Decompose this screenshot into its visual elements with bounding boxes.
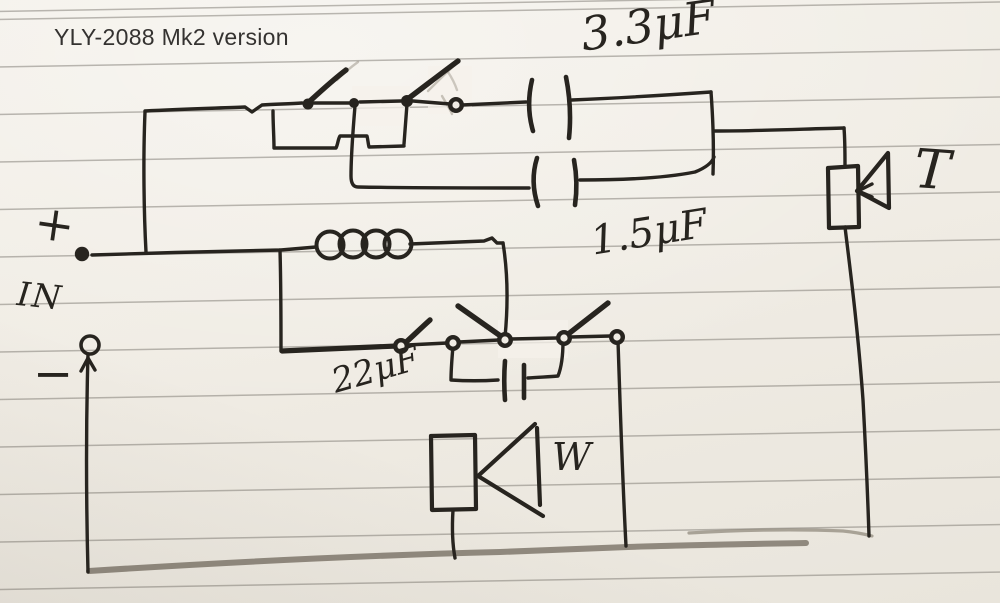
switch-lever xyxy=(455,303,505,340)
wire-top-bus xyxy=(143,101,304,114)
switch-lever xyxy=(307,67,349,104)
wire xyxy=(712,126,846,133)
switch-contact-dot xyxy=(302,98,314,110)
capacitor-plate xyxy=(571,157,579,208)
wire xyxy=(358,99,403,104)
tweeter-speaker-icon xyxy=(825,150,892,231)
switch-contact-dot xyxy=(497,332,514,349)
wire xyxy=(405,341,449,347)
wire-woofer-return xyxy=(616,339,628,548)
whiteout-patches xyxy=(352,66,568,358)
arrowhead xyxy=(856,182,874,199)
label-minus: − xyxy=(33,346,74,402)
wire xyxy=(568,334,613,339)
input-terminals xyxy=(74,246,101,356)
wire-lower-bus xyxy=(279,343,400,354)
wire-junction-drop xyxy=(278,248,283,353)
speaker-driver-rect xyxy=(428,432,479,513)
wire xyxy=(842,126,847,168)
label-plus: + xyxy=(30,194,79,256)
wire xyxy=(501,241,509,339)
woofer-speaker-icon xyxy=(428,421,546,519)
capacitor-plate xyxy=(563,74,573,141)
switch-contact-dot xyxy=(445,335,462,352)
switch-bank-bottom xyxy=(393,300,626,355)
wire-minus-drop xyxy=(84,352,90,574)
label-input: IN xyxy=(15,274,65,318)
capacitor-3.3uF xyxy=(526,74,573,141)
switch-contact-dot xyxy=(393,338,410,355)
wire xyxy=(349,104,531,190)
minus-terminal xyxy=(79,334,101,356)
capacitor-plate xyxy=(501,358,508,403)
switch-contact-dot xyxy=(349,98,359,108)
label-woofer: W xyxy=(552,435,592,479)
pencil-scribble xyxy=(446,70,459,92)
capacitor-22uF xyxy=(501,358,527,403)
wire-tweeter-return xyxy=(843,225,871,538)
switch-contact-dot xyxy=(401,95,413,107)
wire-left-riser xyxy=(142,110,148,254)
wire xyxy=(450,508,457,560)
wire-plus-main xyxy=(90,245,318,257)
wire xyxy=(449,344,500,383)
inductor-coil xyxy=(314,228,414,261)
page-title: YLY-2088 Mk2 version xyxy=(54,24,289,50)
pencil-scribble xyxy=(440,94,454,116)
inductor-loop xyxy=(382,228,414,260)
whiteout-patch xyxy=(352,86,410,126)
switch-lever xyxy=(564,300,611,338)
speaker-cone-triangle xyxy=(475,421,546,519)
inductor-loop xyxy=(337,228,369,260)
wire-right-riser xyxy=(709,90,716,176)
wires xyxy=(79,90,871,574)
label-tweeter: T xyxy=(911,137,953,203)
bottom-right-pencil-line xyxy=(687,528,874,538)
arrowhead xyxy=(79,356,97,373)
wire-crossover-zigzag xyxy=(271,109,406,150)
wire xyxy=(402,102,409,146)
wire xyxy=(411,99,452,106)
wire xyxy=(526,339,565,380)
switch-contact-dot xyxy=(448,96,465,113)
wire xyxy=(457,338,501,344)
bottom-ground-line xyxy=(86,540,809,574)
speaker-driver-rect xyxy=(825,163,862,231)
switch-contact-dot xyxy=(609,329,626,346)
wire xyxy=(408,236,505,246)
capacitor-plate xyxy=(526,77,536,134)
inductor-loop xyxy=(314,229,346,261)
plus-terminal xyxy=(74,246,90,262)
inductor-loop xyxy=(360,228,392,260)
switch-bank-top xyxy=(302,58,465,113)
wire xyxy=(460,100,528,107)
wire xyxy=(578,155,716,182)
switch-lever xyxy=(406,58,461,101)
wire xyxy=(570,90,713,102)
capacitor-1.5uF xyxy=(531,155,579,209)
wire xyxy=(509,336,559,341)
speaker-cone-triangle xyxy=(854,150,892,211)
pencil-marks xyxy=(86,60,874,574)
capacitor-plate xyxy=(531,155,541,209)
switch-contact-dot xyxy=(556,330,573,347)
